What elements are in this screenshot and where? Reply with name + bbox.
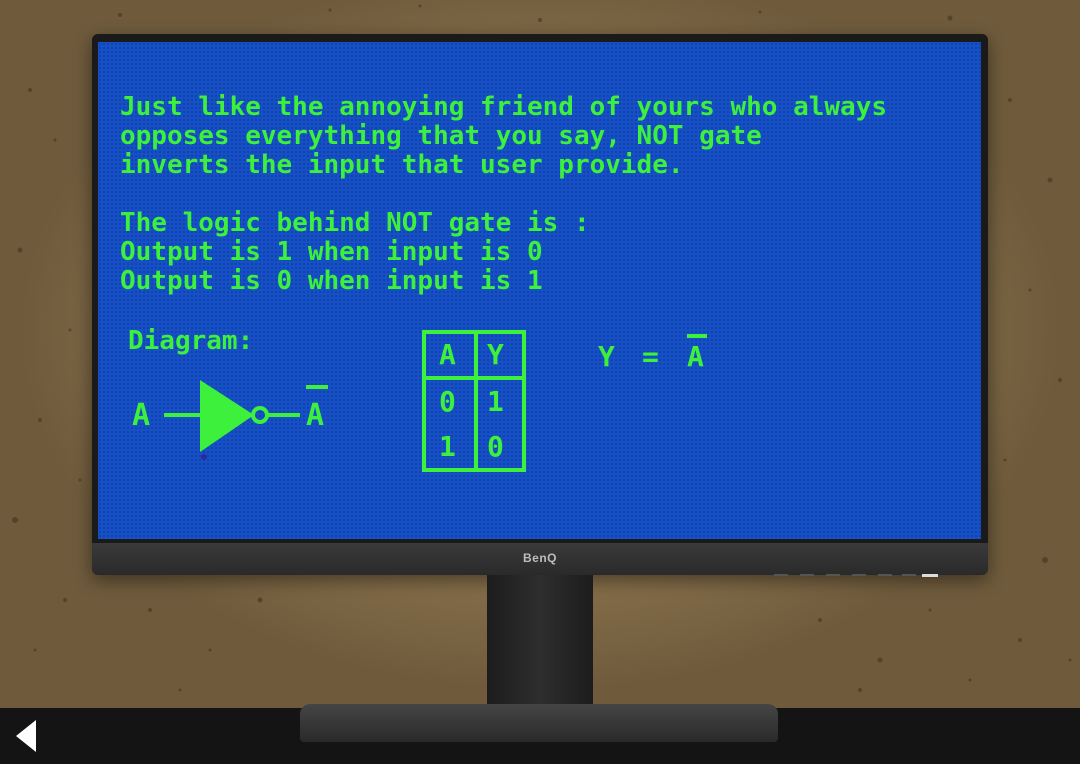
logic-line-1: The logic behind NOT gate is :: [120, 208, 590, 238]
logic-line-2: Output is 1 when input is 0: [120, 237, 543, 267]
monitor-button: [774, 574, 788, 576]
gate-output-overbar: [306, 385, 328, 389]
equation-overbar: [687, 334, 707, 338]
brand-logo: BenQ: [522, 551, 557, 565]
truth-table-header-a: A: [439, 338, 456, 371]
monitor-button: [902, 574, 916, 576]
speckle-texture: [12, 4, 1072, 692]
equation-lhs: Y: [598, 340, 615, 373]
gate-output-label: A: [306, 398, 325, 433]
not-gate-symbol-icon: [164, 380, 300, 460]
truth-table-header-y: Y: [487, 338, 504, 371]
equation-rhs: A: [687, 340, 704, 373]
back-button[interactable]: [6, 716, 46, 756]
monitor-button: [800, 574, 814, 576]
power-led: [922, 574, 938, 577]
monitor-screen: Just like the annoying friend of yours w…: [98, 42, 981, 539]
logic-line-3: Output is 0 when input is 1: [120, 266, 543, 296]
monitor-button: [826, 574, 840, 576]
paragraph-line-2: opposes everything that you say, NOT gat…: [120, 121, 762, 151]
monitor-button: [878, 574, 892, 576]
truth-table-cell: 1: [487, 385, 504, 418]
truth-table-divider-horizontal: [426, 376, 522, 380]
monitor-button: [852, 574, 866, 576]
monitor-stand-base: [300, 704, 778, 742]
monitor-stand-neck: [487, 575, 593, 710]
truth-table-cell: 0: [439, 385, 456, 418]
gate-input-label: A: [132, 398, 151, 433]
truth-table-cell: 0: [487, 430, 504, 463]
triangle-left-icon: [16, 720, 36, 752]
truth-table: A Y 0 1 1 0: [422, 330, 526, 472]
paragraph-line-3: inverts the input that user provide.: [120, 150, 684, 180]
monitor-bezel: [92, 543, 988, 575]
truth-table-divider-vertical: [474, 334, 478, 468]
diagram-label: Diagram:: [128, 326, 254, 356]
paragraph-line-1: Just like the annoying friend of yours w…: [120, 92, 888, 122]
truth-table-cell: 1: [439, 430, 456, 463]
equation-equals: =: [642, 340, 659, 373]
